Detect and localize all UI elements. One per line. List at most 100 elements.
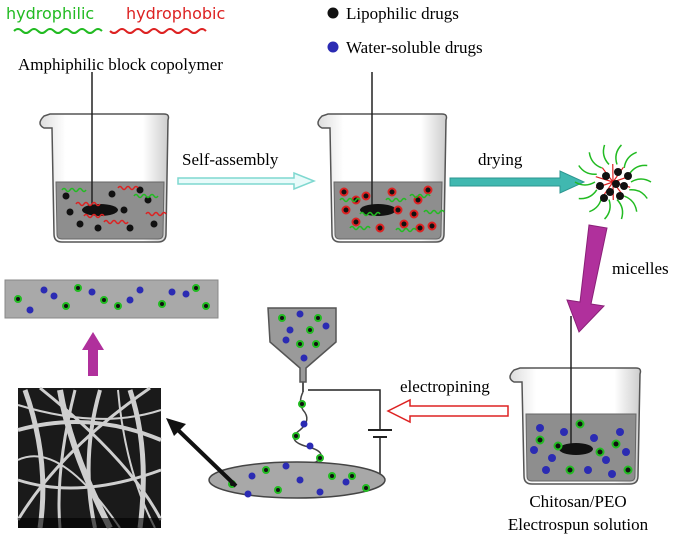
lipophilic-drug	[606, 188, 614, 196]
water-soluble-drug	[244, 490, 252, 498]
micelle-particle	[375, 223, 385, 233]
micelle-particle	[423, 185, 433, 195]
micelle-particle	[575, 419, 585, 429]
copolymer-chain	[359, 211, 381, 217]
water-soluble-drug	[608, 470, 616, 478]
micelle-particle	[387, 187, 397, 197]
micelle-particle	[595, 447, 605, 457]
copolymer-chain	[349, 225, 371, 231]
lipophilic-drug	[120, 206, 128, 214]
water-soluble-drug	[316, 488, 324, 496]
circuit-wire	[308, 389, 381, 430]
micelle-particle	[62, 302, 70, 310]
water-soluble-drug	[342, 478, 350, 486]
lipophilic-drug	[612, 180, 620, 188]
lipophilic-drug	[136, 186, 144, 194]
micelle-particle	[565, 465, 575, 475]
micelle-particle	[14, 295, 22, 303]
water-soluble-drug	[40, 286, 48, 294]
water-soluble-drug	[50, 292, 58, 300]
hydrophilic-shell-chain	[574, 181, 596, 186]
magnify-arrow	[82, 332, 104, 376]
lipophilic-drug	[600, 194, 608, 202]
hydrophobic-chain-icon	[109, 28, 207, 34]
water-soluble-drug	[622, 448, 630, 456]
spinneret	[208, 307, 392, 499]
lipophilic-drug	[602, 172, 610, 180]
lipophilic-drug	[76, 220, 84, 228]
micelle-particle	[399, 219, 409, 229]
copolymer-chain	[117, 185, 139, 191]
copolymer-label: Amphiphilic block copolymer	[18, 55, 223, 74]
micelle-particle	[292, 432, 300, 440]
hydrophilic-shell-chain	[578, 189, 598, 200]
water-soluble-drug	[584, 466, 592, 474]
water-soluble-drug	[126, 296, 134, 304]
micelle-particle	[202, 302, 210, 310]
hydrophilic-shell-chain	[615, 144, 623, 165]
water-soluble-drug-icon	[327, 41, 339, 53]
hydrophilic-shell-chain	[589, 195, 603, 213]
lipophilic-drug	[108, 190, 116, 198]
water-soluble-drug	[530, 446, 538, 454]
lipophilic-drug	[94, 224, 102, 232]
copolymer-chain	[395, 227, 417, 233]
micelle-particle	[328, 472, 336, 480]
lipophilic-drug	[614, 168, 622, 176]
micelle-particle	[427, 221, 437, 231]
micelle	[574, 144, 652, 220]
copolymer-chain	[75, 201, 101, 207]
lipophilic-drug	[620, 182, 628, 190]
micelle-particle	[339, 187, 349, 197]
micelle-particle	[298, 400, 306, 408]
copolymer-chain	[145, 211, 167, 217]
self-assembly-label: Self-assembly	[182, 150, 279, 169]
micelle-particle	[361, 191, 371, 201]
lipophilic-drug	[624, 172, 632, 180]
water-soluble-drug	[296, 476, 304, 484]
micelles-arrow: micelles	[566, 224, 669, 333]
micelle-particle	[296, 340, 304, 348]
micelle-particle	[278, 314, 286, 322]
water-soluble-drug	[616, 428, 624, 436]
water-soluble-drug	[136, 286, 144, 294]
micelle-particle	[262, 466, 270, 474]
self-assembly-arrow: Self-assembly	[177, 150, 317, 191]
copolymer-chain	[339, 197, 361, 203]
micelles-label: micelles	[612, 259, 669, 278]
micelle-particle	[393, 205, 403, 215]
lipophilic-drug	[150, 220, 158, 228]
stir-bar	[360, 204, 396, 216]
micelle-particle	[74, 284, 82, 292]
collect-arrow	[166, 418, 238, 488]
copolymer-chain	[409, 193, 431, 199]
micelle-particle	[553, 441, 563, 451]
copolymer-chain	[133, 193, 159, 199]
lipophilic-drug	[144, 196, 152, 204]
micelle-particle	[623, 465, 633, 475]
micelle-particle	[351, 217, 361, 227]
hydrophilic-chain-icon	[13, 28, 103, 34]
hydrophilic-shell-chain	[630, 178, 652, 183]
micelle-particle	[314, 314, 322, 322]
water-soluble-drug	[282, 336, 290, 344]
micelle-particle	[348, 472, 356, 480]
water-soluble-drug	[602, 456, 610, 464]
hydrophilic-label: hydrophilic	[6, 4, 94, 23]
micelle-particle	[100, 296, 108, 304]
water-soluble-drugs-label: Water-soluble drugs	[346, 38, 483, 57]
water-soluble-drug	[322, 322, 330, 330]
beaker-self-assembled	[317, 72, 448, 243]
hydrophilic-shell-chain	[602, 144, 610, 165]
water-soluble-drug	[560, 428, 568, 436]
copolymer-chain	[385, 197, 407, 203]
lipophilic-drug	[62, 192, 70, 200]
micelle-particle	[341, 205, 351, 215]
lipophilic-drug	[616, 192, 624, 200]
electrospinning-arrow: electropining	[386, 377, 509, 424]
water-soluble-drug	[88, 288, 96, 296]
water-soluble-drug	[590, 434, 598, 442]
stir-bar	[82, 204, 118, 216]
copolymer-chain	[103, 219, 129, 225]
micelle-particle	[306, 326, 314, 334]
